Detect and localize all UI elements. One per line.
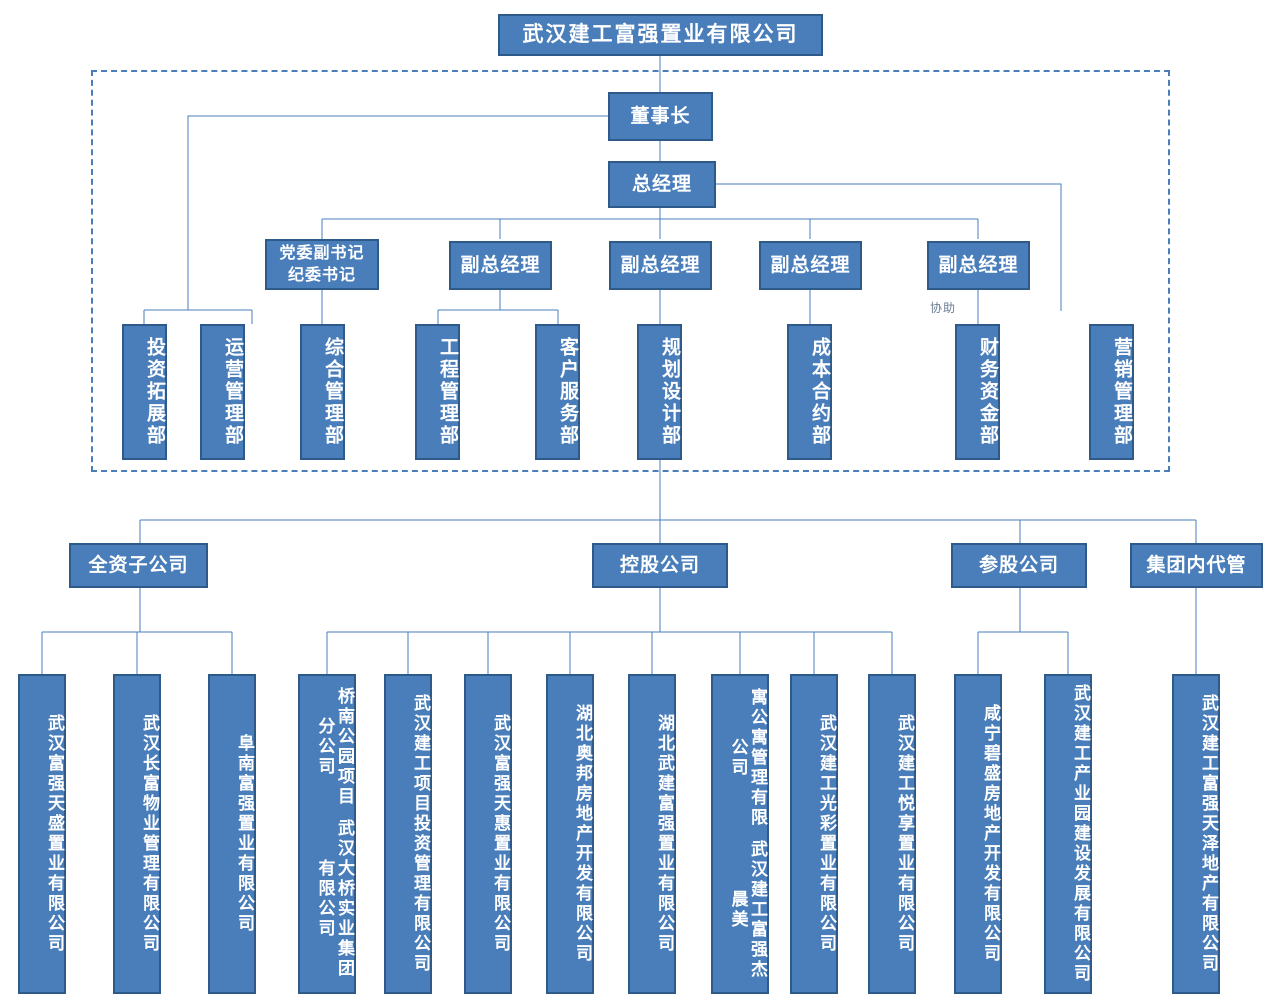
- subsidiary-label-guangcai-realestate: 武汉建工光彩置业有限公司: [817, 714, 836, 954]
- subsidiary-box-yuexiang-realestate[interactable]: 武汉建工悦享置业有限公司: [868, 674, 916, 994]
- subsidiary-box-guangcai-realestate[interactable]: 武汉建工光彩置业有限公司: [790, 674, 838, 994]
- subsidiary-box-fuqiang-tianhui[interactable]: 武汉富强天惠置业有限公司: [464, 674, 512, 994]
- department-box-customer-service[interactable]: 客户服务部: [535, 324, 580, 460]
- department-box-marketing-management[interactable]: 营销管理部: [1089, 324, 1134, 460]
- category-box-wholly-owned[interactable]: 全资子公司: [69, 543, 208, 588]
- category-label-holding: 控股公司: [619, 554, 700, 576]
- department-label-investment-expansion: 投资拓展部: [144, 337, 165, 447]
- subsidiary-box-hubei-wujian-fuqiang[interactable]: 湖北武建富强置业有限公司: [628, 674, 676, 994]
- subsidiary-label-yuexiang-realestate: 武汉建工悦享置业有限公司: [895, 714, 914, 954]
- vice-general-manager-box-2[interactable]: 副总经理: [609, 241, 712, 290]
- subsidiary-box-changfu-property[interactable]: 武汉长富物业管理有限公司: [113, 674, 161, 994]
- vice-general-manager-box-4[interactable]: 副总经理: [927, 241, 1030, 290]
- subsidiary-label-industrial-park: 武汉建工产业园建设发展有限公司: [1071, 684, 1090, 984]
- department-label-operations-management: 运营管理部: [222, 337, 243, 447]
- vice-general-manager-label-3: 副总经理: [770, 254, 851, 276]
- subsidiary-box-tianze-realestate[interactable]: 武汉建工富强天泽地产有限公司: [1172, 674, 1220, 994]
- subsidiary-box-daqiao-industrial-branch[interactable]: 桥南公园项目分公司 武汉大桥实业集团有限公司: [298, 674, 356, 994]
- chairman-box[interactable]: 董事长: [608, 92, 713, 141]
- department-box-planning-design[interactable]: 规划设计部: [637, 324, 682, 460]
- subsidiary-label-jiechenmei-apartment-col2: 寓公寓管理有限公司: [728, 688, 767, 828]
- department-label-planning-design: 规划设计部: [659, 337, 680, 447]
- subsidiary-label-project-investment-mgmt: 武汉建工项目投资管理有限公司: [411, 694, 430, 974]
- department-label-finance-funds: 财务资金部: [977, 337, 998, 447]
- party-secretary-label-line1: 党委副书记: [279, 244, 365, 262]
- subsidiary-box-jiechenmei-apartment[interactable]: 寓公寓管理有限公司 武汉建工富强杰晨美: [711, 674, 769, 994]
- subsidiary-label-daqiao-industrial-branch-col1: 武汉大桥实业集团有限公司: [315, 819, 354, 980]
- subsidiary-label-tianze-realestate: 武汉建工富强天泽地产有限公司: [1199, 694, 1218, 974]
- subsidiary-box-fuqiang-tiansheng[interactable]: 武汉富强天盛置业有限公司: [18, 674, 66, 994]
- department-box-cost-contract[interactable]: 成本合约部: [787, 324, 832, 460]
- department-label-cost-contract: 成本合约部: [809, 337, 830, 447]
- subsidiary-label-daqiao-industrial-branch-col2: 桥南公园项目分公司: [315, 687, 354, 808]
- subsidiary-label-hubei-wujian-fuqiang: 湖北武建富强置业有限公司: [655, 714, 674, 954]
- department-box-finance-funds[interactable]: 财务资金部: [955, 324, 1000, 460]
- subsidiary-label-changfu-property: 武汉长富物业管理有限公司: [140, 714, 159, 954]
- subsidiary-label-fuqiang-tiansheng: 武汉富强天盛置业有限公司: [45, 714, 64, 954]
- party-secretary-label-line2: 纪委书记: [287, 266, 356, 284]
- category-box-holding[interactable]: 控股公司: [592, 543, 728, 588]
- subsidiary-label-aobang-realestate: 湖北奥邦房地产开发有限公司: [573, 704, 592, 964]
- vice-general-manager-label-1: 副总经理: [460, 254, 541, 276]
- root-company-box[interactable]: 武汉建工富强置业有限公司: [498, 14, 823, 56]
- category-label-group-trusteeship: 集团内代管: [1146, 554, 1247, 576]
- vice-general-manager-label-4: 副总经理: [938, 254, 1019, 276]
- category-label-equity-participation: 参股公司: [978, 554, 1059, 576]
- category-label-wholly-owned: 全资子公司: [88, 554, 189, 576]
- department-box-comprehensive-management[interactable]: 综合管理部: [300, 324, 345, 460]
- department-box-investment-expansion[interactable]: 投资拓展部: [122, 324, 167, 460]
- general-manager-box[interactable]: 总经理: [608, 161, 716, 208]
- vice-general-manager-box-1[interactable]: 副总经理: [449, 241, 552, 290]
- subsidiary-box-project-investment-mgmt[interactable]: 武汉建工项目投资管理有限公司: [384, 674, 432, 994]
- subsidiary-box-xianning-bisheng[interactable]: 咸宁碧盛房地产开发有限公司: [954, 674, 1002, 994]
- subsidiary-box-industrial-park[interactable]: 武汉建工产业园建设发展有限公司: [1044, 674, 1092, 994]
- subsidiary-label-fuqiang-tianhui: 武汉富强天惠置业有限公司: [491, 714, 510, 954]
- subsidiary-label-funan-fuqiang: 阜南富强置业有限公司: [235, 734, 254, 934]
- subsidiary-box-aobang-realestate[interactable]: 湖北奥邦房地产开发有限公司: [546, 674, 594, 994]
- category-box-equity-participation[interactable]: 参股公司: [951, 543, 1087, 588]
- party-secretary-box[interactable]: 党委副书记 纪委书记: [265, 239, 379, 290]
- category-box-group-trusteeship[interactable]: 集团内代管: [1130, 543, 1263, 588]
- department-box-operations-management[interactable]: 运营管理部: [200, 324, 245, 460]
- chairman-label: 董事长: [630, 105, 691, 127]
- vice-general-manager-box-3[interactable]: 副总经理: [759, 241, 862, 290]
- department-label-comprehensive-management: 综合管理部: [322, 337, 343, 447]
- department-label-marketing-management: 营销管理部: [1111, 337, 1132, 447]
- department-label-customer-service: 客户服务部: [557, 337, 578, 447]
- subsidiary-box-funan-fuqiang[interactable]: 阜南富强置业有限公司: [208, 674, 256, 994]
- subsidiary-label-xianning-bisheng: 咸宁碧盛房地产开发有限公司: [981, 704, 1000, 964]
- root-company-label: 武汉建工富强置业有限公司: [522, 22, 799, 46]
- general-manager-label: 总经理: [631, 173, 692, 195]
- department-label-engineering-management: 工程管理部: [437, 337, 458, 447]
- vice-general-manager-label-2: 副总经理: [620, 254, 701, 276]
- subsidiary-label-jiechenmei-apartment-col1: 武汉建工富强杰晨美: [728, 840, 767, 980]
- internal-org-dashed-region: [91, 70, 1170, 472]
- assist-note-label: 协助: [930, 301, 957, 315]
- department-box-engineering-management[interactable]: 工程管理部: [415, 324, 460, 460]
